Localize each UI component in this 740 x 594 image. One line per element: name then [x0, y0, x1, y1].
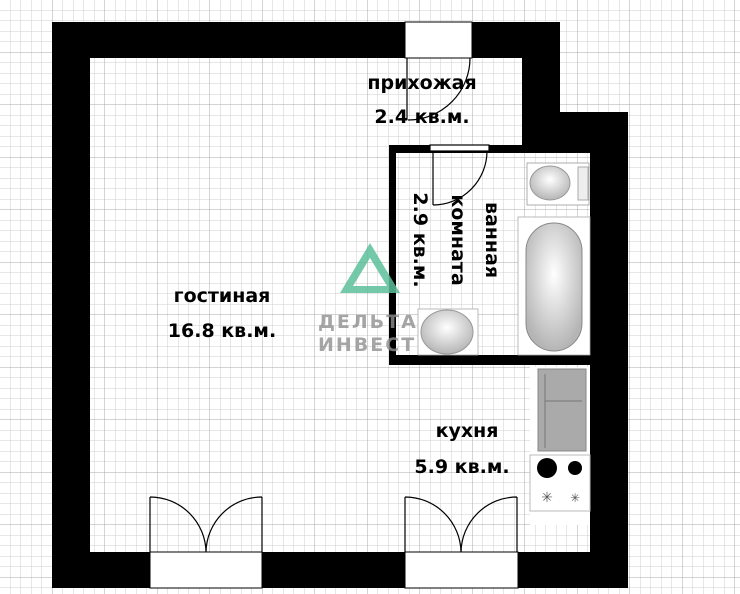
svg-text:✳: ✳	[541, 490, 553, 506]
room-area-living: 16.8 кв.м.	[168, 320, 276, 342]
window-bottom-left	[149, 551, 263, 589]
watermark-line1: ДЕЛЬТА	[318, 311, 418, 333]
room-name-kitchen: кухня	[436, 420, 499, 442]
door-swings	[149, 57, 518, 553]
room-area-bathroom: 2.9 кв.м.	[409, 192, 431, 287]
room-name-bathroom-line2: комната	[447, 194, 469, 285]
bathtub-icon	[517, 216, 591, 356]
window-top	[404, 21, 473, 59]
stove-icon: ✳ ✳	[529, 454, 591, 512]
room-name-bathroom-line1: ванная	[481, 202, 503, 278]
watermark-logo: ДЕЛЬТА ИНВЕСТ	[318, 243, 418, 356]
watermark-line2: ИНВЕСТ	[318, 334, 416, 356]
sink-icon	[417, 308, 479, 356]
room-name-living: гостиная	[174, 285, 271, 307]
room-name-hallway: прихожая	[367, 72, 476, 94]
window-bottom-right	[404, 551, 519, 589]
svg-text:✳: ✳	[570, 491, 580, 505]
room-area-kitchen: 5.9 кв.м.	[414, 456, 509, 478]
toilet-icon	[526, 162, 590, 206]
room-area-hallway: 2.4 кв.м.	[374, 106, 469, 128]
